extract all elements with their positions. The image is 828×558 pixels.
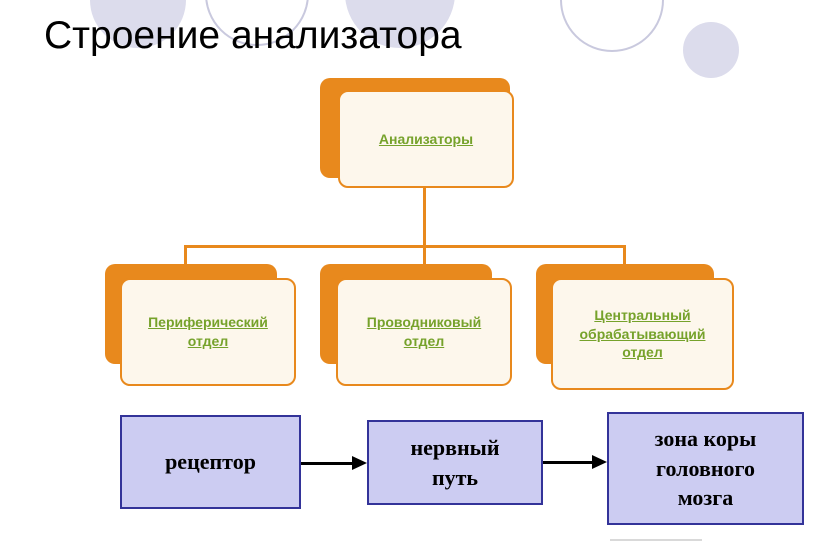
arrow-right-icon [301, 456, 367, 471]
node-label: Проводниковый отдел [366, 314, 482, 349]
arrow-shaft [543, 461, 593, 464]
node-label: Центральный обрабатывающий отдел [579, 306, 706, 361]
bottom-right-line [610, 539, 702, 541]
node-conductive-section: Проводниковый отдел [320, 264, 512, 388]
flow-box-nerve-path: нервный путь [367, 420, 543, 505]
flow-label: зона коры головного мозга [654, 425, 757, 511]
arrow-shaft [301, 462, 353, 465]
slide-title: Строение анализатора [44, 14, 462, 57]
connector-middle-stub [423, 245, 426, 268]
decorative-circle [683, 22, 739, 78]
node-central-processing-section: Центральный обрабатывающий отдел [536, 264, 734, 392]
flow-box-receptor: рецептор [120, 415, 301, 509]
arrow-head [352, 456, 367, 470]
node-face: Периферический отдел [120, 278, 296, 386]
node-label: Периферический отдел [148, 314, 268, 349]
connector-root-vertical [423, 188, 426, 248]
arrow-right-icon [543, 455, 607, 470]
node-analyzers: Анализаторы [320, 78, 515, 190]
node-label: Анализаторы [378, 130, 474, 147]
decorative-circle [560, 0, 664, 52]
node-face: Проводниковый отдел [336, 278, 512, 386]
flow-label: нервный путь [410, 434, 500, 490]
node-peripheral-section: Периферический отдел [105, 264, 297, 388]
node-face: Центральный обрабатывающий отдел [551, 278, 734, 390]
connector-right-stub [623, 245, 626, 268]
flow-label: рецептор [165, 449, 256, 475]
node-face: Анализаторы [338, 90, 514, 188]
connector-left-stub [184, 245, 187, 268]
connector-horizontal [184, 245, 626, 248]
arrow-head [592, 455, 607, 469]
flow-box-cortex-zone: зона коры головного мозга [607, 412, 804, 525]
